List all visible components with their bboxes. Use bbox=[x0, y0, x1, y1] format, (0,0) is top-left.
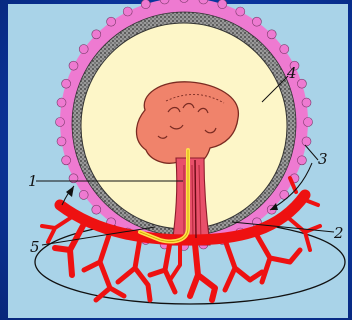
chorion-bump bbox=[297, 156, 306, 165]
chorion-bump bbox=[92, 205, 101, 214]
label-5: 5 bbox=[30, 238, 40, 256]
chorion-bump bbox=[267, 30, 276, 39]
chorion-bump bbox=[141, 0, 150, 9]
chorion-bump bbox=[92, 30, 101, 39]
label-1: 1 bbox=[28, 172, 38, 190]
label-4: 4 bbox=[286, 64, 297, 82]
chorion-bump bbox=[57, 137, 66, 146]
chorion-bump bbox=[79, 45, 88, 54]
chorion-bump bbox=[236, 7, 245, 16]
allantois bbox=[195, 160, 196, 238]
body-stalk bbox=[172, 158, 210, 245]
chorion-bump bbox=[218, 0, 227, 9]
chorion-bump bbox=[297, 79, 306, 88]
chorion-bump bbox=[62, 79, 71, 88]
chorion-bump bbox=[57, 98, 66, 107]
chorion-bump bbox=[302, 137, 311, 146]
chorion-bump bbox=[252, 17, 261, 26]
chorion-bump bbox=[62, 156, 71, 165]
chorion-bump bbox=[79, 190, 88, 199]
chorion-bump bbox=[107, 17, 116, 26]
label-2: 2 bbox=[333, 224, 344, 242]
chorion-bump bbox=[69, 61, 78, 70]
chorion-bump bbox=[302, 98, 311, 107]
chorion-bump bbox=[280, 45, 289, 54]
chorion-bump bbox=[304, 118, 313, 127]
label-3: 3 bbox=[318, 150, 328, 168]
chorion-bump bbox=[56, 118, 65, 127]
chorion-bump bbox=[123, 7, 132, 16]
